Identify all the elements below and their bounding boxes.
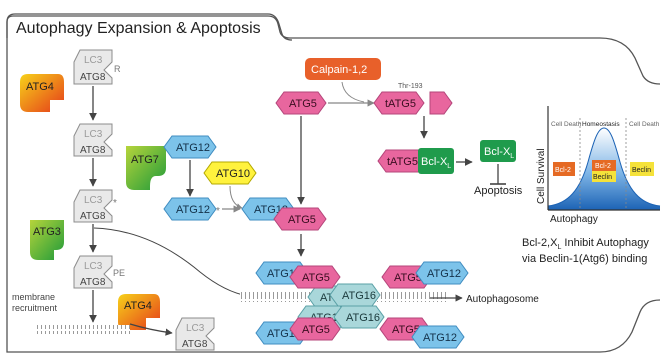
svg-text:ATG5: ATG5	[302, 272, 330, 284]
svg-text:Bcl-2: Bcl-2	[555, 167, 571, 174]
inset-xlabel: Autophagy	[550, 214, 598, 225]
inset-frame	[520, 37, 661, 85]
svg-text:ATG5: ATG5	[288, 214, 316, 226]
atg12-activated: ATG12 *	[163, 197, 220, 221]
atg10-curve	[229, 185, 243, 210]
inset-caption-2: via Beclin-1(Atg6) binding	[522, 253, 647, 265]
atg12-free: ATG12	[163, 135, 217, 159]
inset-caption-1: Bcl-2,XL Inhibit Autophagy	[522, 237, 649, 251]
title-tab	[6, 13, 293, 41]
membrane-strip-left	[36, 325, 130, 334]
svg-text:LC3: LC3	[186, 323, 205, 334]
svg-text:LC3: LC3	[84, 195, 103, 206]
survival-inset: Cell Death Homeostasis Cell Death Bcl-2 …	[536, 106, 661, 225]
svg-text:LC3: LC3	[84, 129, 103, 140]
box-mid-bcl2	[592, 160, 616, 171]
svg-text:ATG8: ATG8	[80, 211, 106, 222]
svg-text:ATG10: ATG10	[216, 168, 250, 180]
apoptosis-label: Apoptosis	[474, 185, 523, 197]
svg-text:ATG5: ATG5	[302, 324, 330, 336]
svg-text:*: *	[216, 206, 220, 217]
membrane-label-1: membrane	[12, 292, 55, 302]
box-mid-beclin	[592, 171, 616, 182]
atg5-top: ATG5	[275, 91, 327, 115]
atg3: ATG3	[30, 220, 64, 260]
zone-cell-death-left: Cell Death	[551, 121, 582, 128]
svg-text:*: *	[113, 198, 117, 209]
atg12-atg5-conjugate: ATG12 ATG5	[241, 197, 327, 231]
svg-text:Calpain-1,2: Calpain-1,2	[311, 64, 367, 76]
svg-text:Beclin: Beclin	[632, 167, 651, 174]
complex-upper-right: ATG5 ATG12	[381, 261, 469, 289]
atg10: ATG10	[203, 161, 257, 185]
svg-text:ATG4: ATG4	[124, 300, 152, 312]
svg-text:ATG12: ATG12	[176, 142, 210, 154]
complex-lower-left: ATG12 ATG5	[255, 317, 341, 345]
atg3-to-complex-curve	[93, 227, 249, 297]
svg-text:tATG5: tATG5	[387, 156, 418, 168]
atg4-top: ATG4	[20, 74, 64, 112]
autophagosome-label: Autophagosome	[466, 294, 539, 305]
svg-text:ATG12: ATG12	[423, 332, 457, 344]
complex-lower-right: ATG5 ATG12	[379, 317, 465, 349]
svg-text:ATG16: ATG16	[346, 312, 380, 324]
svg-text:ATG3: ATG3	[33, 226, 61, 238]
lc3-atg8-pe: LC3 ATG8 PE	[73, 255, 125, 289]
tatg5-cleaved: tATG5 Thr-193	[373, 83, 453, 115]
svg-text:tATG5: tATG5	[385, 98, 416, 110]
svg-text:ATG16: ATG16	[342, 290, 376, 302]
inset-ylabel: Cell Survival	[536, 148, 547, 204]
membrane-label-2: recruitment	[12, 303, 58, 313]
release-arrow	[129, 323, 173, 336]
zone-homeostasis: Homeostasis	[582, 121, 620, 128]
svg-text:Thr-193: Thr-193	[398, 83, 423, 90]
svg-text:ATG5: ATG5	[394, 272, 422, 284]
zone-cell-death-right: Cell Death	[629, 121, 660, 128]
tatg5-bclxl-complex: tATG5 Bcl-XL	[377, 148, 454, 174]
svg-text:ATG8: ATG8	[182, 339, 208, 350]
diagram-title: Autophagy Expansion & Apoptosis	[16, 20, 261, 37]
svg-text:ATG4: ATG4	[26, 81, 54, 93]
svg-text:ATG12: ATG12	[427, 268, 461, 280]
inset-frame-lower	[520, 299, 661, 353]
lc3-atg8-processed: LC3 ATG8	[73, 123, 113, 157]
complex-upper-left: ATG12 ATG5	[255, 261, 341, 289]
svg-text:ATG5: ATG5	[392, 324, 420, 336]
svg-text:ATG8: ATG8	[80, 277, 106, 288]
svg-text:Bcl-XL: Bcl-XL	[421, 156, 451, 170]
bclxl-free: Bcl-XL	[480, 140, 516, 162]
svg-text:PE: PE	[113, 268, 125, 278]
svg-text:LC3: LC3	[84, 261, 103, 272]
svg-text:ATG12: ATG12	[176, 204, 210, 216]
svg-text:Bcl-XL: Bcl-XL	[484, 146, 514, 160]
svg-text:Beclin: Beclin	[593, 174, 612, 181]
atg7: ATG7	[126, 146, 166, 190]
calpain: Calpain-1,2	[305, 58, 381, 80]
box-beclin	[630, 162, 654, 176]
svg-text:R: R	[114, 64, 121, 74]
svg-text:ATG7: ATG7	[131, 154, 159, 166]
svg-text:ATG5: ATG5	[289, 98, 317, 110]
svg-text:ATG8: ATG8	[80, 145, 106, 156]
atg4-bottom: ATG4	[118, 294, 160, 330]
svg-text:Bcl-2: Bcl-2	[595, 163, 611, 170]
box-bcl2	[553, 162, 575, 176]
lc3-atg8-star: LC3 ATG8 *	[73, 189, 117, 223]
lc3-atg8-r: LC3 ATG8 R	[73, 49, 121, 85]
svg-text:ATG8: ATG8	[80, 72, 106, 83]
calpain-curve	[341, 81, 365, 103]
svg-text:LC3: LC3	[84, 55, 103, 66]
lc3-atg8-released: LC3 ATG8	[175, 317, 215, 351]
